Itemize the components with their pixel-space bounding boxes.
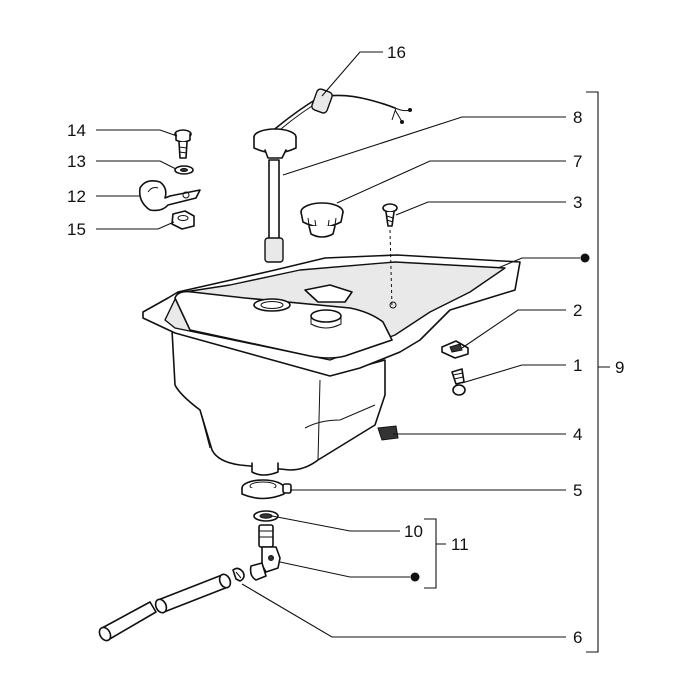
callout-dot-tap <box>410 572 420 582</box>
callout-15: 15 <box>67 220 86 239</box>
callout-14: 14 <box>67 121 86 140</box>
callout-1: 1 <box>573 356 582 375</box>
callout-2: 2 <box>573 301 582 320</box>
callout-7: 7 <box>573 152 582 171</box>
callout-3: 3 <box>573 193 582 212</box>
part-6-fuel-hose <box>98 567 245 642</box>
callout-6: 6 <box>573 628 582 647</box>
tank-hump <box>174 290 393 359</box>
part-3-bolt <box>382 203 398 309</box>
tank-lower-body <box>171 329 386 471</box>
part-11-fuel-tap <box>249 524 281 581</box>
part-2-clip <box>441 340 469 359</box>
callout-16: 16 <box>387 43 406 62</box>
part-15-nut <box>171 210 195 230</box>
callout-9: 9 <box>615 358 624 377</box>
callout-8: 8 <box>573 108 582 127</box>
part-8-level-sender <box>253 128 297 263</box>
leader-lines <box>96 51 580 638</box>
part-1-screw <box>451 368 466 396</box>
part-10-seal <box>253 510 279 522</box>
part-12-clamp <box>138 180 201 212</box>
tank-outlet-boss <box>251 462 279 476</box>
part-14-screw <box>174 129 192 159</box>
part-7-fuel-cap <box>300 202 344 238</box>
part-16-harness <box>261 88 412 144</box>
part-5-hose-clamp <box>241 479 292 500</box>
bracket-9 <box>586 91 610 653</box>
bracket-11 <box>424 518 446 589</box>
callout-5: 5 <box>573 481 582 500</box>
sender-boss <box>310 309 342 323</box>
fuel-tank <box>142 254 521 476</box>
filler-neck-ring <box>253 298 291 312</box>
callout-dot-tank <box>580 253 590 263</box>
callout-13: 13 <box>67 152 86 171</box>
callout-12: 12 <box>67 187 86 206</box>
part-13-washer <box>174 165 194 175</box>
callout-10: 10 <box>404 522 423 541</box>
callout-11: 11 <box>451 535 469 554</box>
callout-4: 4 <box>573 425 582 444</box>
